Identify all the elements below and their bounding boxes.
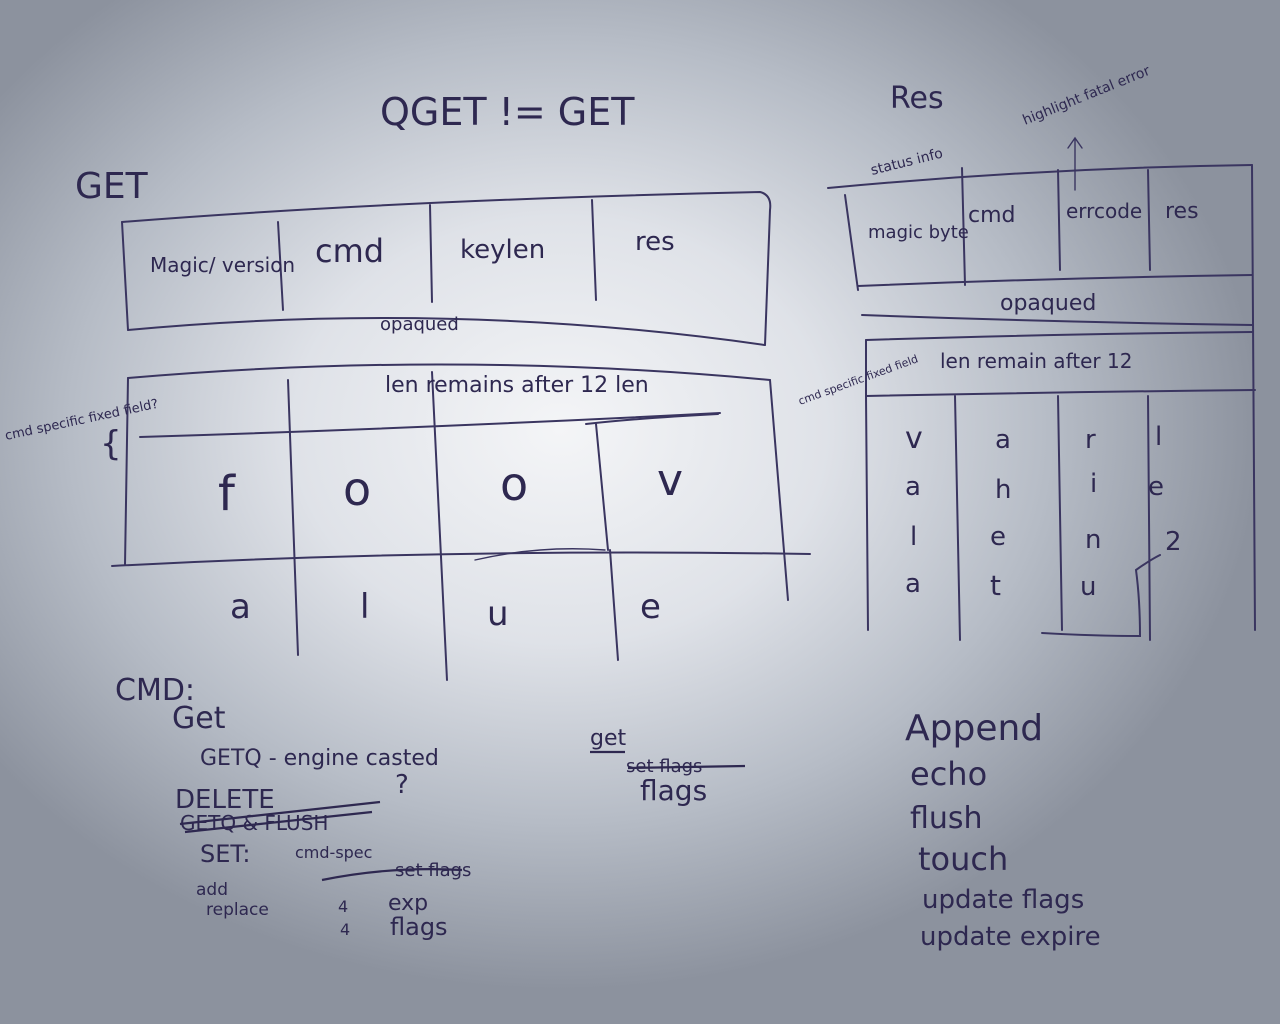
cmd-sub-marker-1: 4 xyxy=(338,897,348,916)
cmd-item-4-strike xyxy=(179,800,381,834)
res-cell-magic: magic byte xyxy=(868,222,969,243)
get-cell-keylen: keylen xyxy=(460,235,545,265)
get-brace: { xyxy=(100,424,122,464)
right-item-6: update expire xyxy=(920,922,1101,952)
res-c3-r3: n xyxy=(1085,525,1101,555)
get-row-opaqued: opaqued xyxy=(380,314,459,335)
cmd-item-2: GETQ - engine casted xyxy=(200,746,439,771)
right-item-4: touch xyxy=(918,840,1008,878)
res-col-1: v a l a xyxy=(905,421,923,599)
res-row-len: len remain after 12 xyxy=(940,349,1132,373)
res-col-4: l e 2 xyxy=(1148,422,1182,557)
get-val-3: u xyxy=(487,594,509,634)
right-item-2: echo xyxy=(910,755,987,793)
res-c1-r3: l xyxy=(910,522,917,552)
get-key-1: f xyxy=(218,466,236,522)
board-title: QGET != GET xyxy=(380,90,635,134)
res-c2-r3: e xyxy=(990,522,1006,552)
cmd-item-7: replace xyxy=(206,900,269,920)
get-val-4: e xyxy=(640,587,661,627)
get-key-4: v xyxy=(657,455,683,506)
res-c2-r4: t xyxy=(990,569,1001,602)
get-table-grid xyxy=(111,190,811,681)
res-col-2: a h e t xyxy=(990,425,1011,602)
res-table-grid xyxy=(827,164,1256,641)
get-side-note: cmd specific fixed field? xyxy=(4,397,160,444)
cmd-heading: CMD: xyxy=(115,673,195,708)
res-c2-r1: a xyxy=(995,425,1011,455)
res-arrow xyxy=(1067,136,1083,191)
get-key-3: o xyxy=(500,457,528,511)
cmd-item-5: SET: xyxy=(200,840,251,868)
res-cell-res: res xyxy=(1165,199,1199,224)
cmd-item-4: GETQ & FLUSH xyxy=(180,811,328,835)
res-c4-r3: 2 xyxy=(1165,527,1182,557)
res-c3-r2: i xyxy=(1090,469,1097,499)
res-c4-r2: e xyxy=(1148,472,1164,502)
get-val-1: a xyxy=(230,587,251,627)
res-cell-errcode: errcode xyxy=(1066,199,1142,223)
middle-note-top: get xyxy=(590,726,627,751)
res-annotation-left: status info xyxy=(869,146,944,179)
cmd-sub-item-2: flags xyxy=(390,913,448,941)
cmd-item-1: Get xyxy=(172,701,226,736)
get-cell-magic-text: Magic/ version xyxy=(150,253,295,277)
res-col-3: r i n u xyxy=(1080,425,1101,602)
res-c1-r1: v xyxy=(905,421,923,456)
middle-note-bottom: flags xyxy=(640,774,707,807)
get-cell-cmd: cmd xyxy=(315,232,384,270)
cmd-question: ? xyxy=(395,770,409,800)
right-item-5: update flags xyxy=(922,885,1084,915)
get-row-len: len remains after 12 len xyxy=(385,373,649,398)
cmd-struck-line xyxy=(321,868,463,882)
get-cell-magic: Magic/ version xyxy=(150,253,295,277)
res-c2-r2: h xyxy=(995,475,1011,505)
res-label: Res xyxy=(890,81,944,116)
res-c1-r2: a xyxy=(905,472,921,502)
res-side-note: cmd specific fixed field xyxy=(797,352,920,407)
cmd-sub-marker-2: 4 xyxy=(340,920,350,939)
cmd-spec: cmd-spec xyxy=(295,843,372,862)
res-cell-cmd: cmd xyxy=(968,203,1016,228)
get-val-2: l xyxy=(360,587,369,627)
res-row-opaqued: opaqued xyxy=(1000,291,1096,316)
right-item-3: flush xyxy=(910,801,983,836)
get-cell-res: res xyxy=(635,227,675,257)
res-c4-r1: l xyxy=(1155,422,1162,452)
cmd-struck: set flags xyxy=(395,860,471,881)
res-c3-r4: u xyxy=(1080,572,1096,602)
cmd-sub-item-1: exp xyxy=(388,891,428,916)
res-annotation-right: highlight fatal error xyxy=(1021,63,1153,129)
cmd-item-3: DELETE xyxy=(175,785,275,815)
get-key-2: o xyxy=(343,462,371,516)
res-c1-r4: a xyxy=(905,569,921,599)
right-item-1: Append xyxy=(905,708,1043,749)
get-label: GET xyxy=(75,166,149,207)
middle-note-strike xyxy=(590,750,746,770)
res-c3-r1: r xyxy=(1085,425,1096,455)
cmd-item-6: add xyxy=(196,880,228,900)
